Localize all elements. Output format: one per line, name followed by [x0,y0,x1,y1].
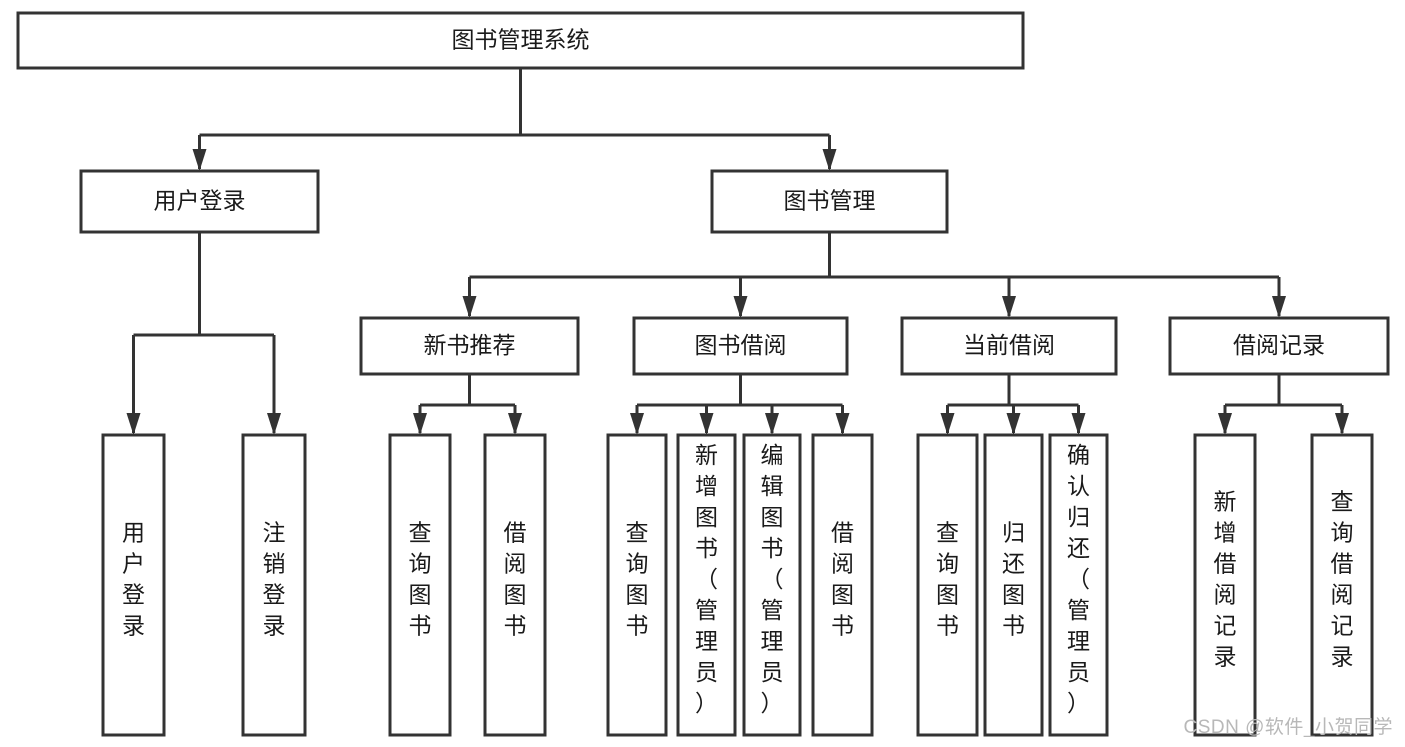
node-leaf-logout[interactable]: 注销登录 [241,433,307,737]
node-label: 查询借阅记录 [1331,489,1354,670]
node-n-book-mgmt[interactable]: 图书管理 [710,169,949,234]
node-leaf-confirm-return[interactable]: 确认归还（管理员） [1048,433,1109,737]
node-box [606,433,668,737]
arrow-head-icon [1218,413,1232,435]
node-label: 借阅图书 [504,520,527,639]
node-box [710,169,949,234]
node-n-book-borrow[interactable]: 图书借阅 [632,316,849,376]
node-label: 归还图书 [1002,520,1025,639]
arrow-head-icon [822,149,837,171]
node-leaf-add-book-admin[interactable]: 新增图书（管理员） [676,433,737,737]
node-box [79,169,320,234]
node-box [900,316,1118,376]
node-leaf-edit-book-admin[interactable]: 编辑图书（管理员） [742,433,802,737]
node-label: 注销登录 [263,520,286,639]
node-box [632,316,849,376]
node-label: 查询图书 [936,520,959,639]
node-label: 图书借阅 [695,332,787,358]
node-label: 新增图书（管理员） [695,442,718,716]
node-label: 借阅记录 [1233,332,1325,358]
node-box [1310,433,1374,737]
arrow-head-icon [765,413,779,435]
node-box [101,433,166,737]
node-leaf-add-borrow-record[interactable]: 新增借阅记录 [1193,433,1257,737]
arrow-head-icon [413,413,427,435]
node-label: 新书推荐 [424,332,516,358]
node-leaf-query-book-c[interactable]: 查询图书 [916,433,979,737]
node-layer: 图书管理系统用户登录图书管理新书推荐图书借阅当前借阅借阅记录用户登录注销登录查询… [16,11,1390,737]
node-label: 查询图书 [626,520,649,639]
node-label: 当前借阅 [963,332,1055,358]
node-label: 用户登录 [154,188,246,214]
node-label: 新增借阅记录 [1214,489,1237,670]
arrow-head-icon [508,413,522,435]
arrow-head-icon [940,413,955,435]
node-label: 图书管理 [784,188,876,214]
connector-group-n-book-borrow [630,374,850,435]
arrow-head-icon [699,413,714,435]
connector-group-root [192,68,837,171]
node-box [483,433,547,737]
node-box [16,11,1025,70]
node-box [359,316,580,376]
node-box [676,433,737,737]
node-root[interactable]: 图书管理系统 [16,11,1025,70]
node-box [388,433,452,737]
node-leaf-borrow-book-rec[interactable]: 借阅图书 [483,433,547,737]
arrow-head-icon [1002,296,1016,318]
arrow-head-icon [267,413,281,435]
node-leaf-borrow-book-b[interactable]: 借阅图书 [811,433,874,737]
connector-group-n-current-borrow [940,374,1086,435]
connector-layer [126,68,1349,435]
node-leaf-return-book[interactable]: 归还图书 [983,433,1044,737]
node-label: 图书管理系统 [452,27,590,53]
arrow-head-icon [192,149,207,171]
node-n-current-borrow[interactable]: 当前借阅 [900,316,1118,376]
node-label: 用户登录 [122,520,145,639]
connector-group-n-borrow-record [1218,374,1349,435]
node-n-new-book-rec[interactable]: 新书推荐 [359,316,580,376]
connector-group-n-book-mgmt [462,232,1286,318]
arrow-head-icon [630,413,644,435]
node-leaf-query-book-rec[interactable]: 查询图书 [388,433,452,737]
arrow-head-icon [835,413,850,435]
node-leaf-query-book-b[interactable]: 查询图书 [606,433,668,737]
node-label: 借阅图书 [831,520,854,639]
node-box [1048,433,1109,737]
connector-group-n-user-login [126,232,281,435]
node-n-user-login[interactable]: 用户登录 [79,169,320,234]
node-box [983,433,1044,737]
arrow-head-icon [1335,413,1349,435]
node-label: 编辑图书（管理员） [761,442,784,716]
node-leaf-query-borrow-rec[interactable]: 查询借阅记录 [1310,433,1374,737]
node-box [811,433,874,737]
arrow-head-icon [1071,413,1086,435]
node-box [916,433,979,737]
node-leaf-user-login[interactable]: 用户登录 [101,433,166,737]
node-box [1168,316,1390,376]
arrow-head-icon [462,296,477,318]
connector-group-n-new-book-rec [413,374,522,435]
node-label: 确认归还（管理员） [1067,442,1090,716]
arrow-head-icon [126,413,141,435]
node-box [742,433,802,737]
arrow-head-icon [1006,413,1021,435]
node-box [241,433,307,737]
node-label: 查询图书 [409,520,432,639]
node-box [1193,433,1257,737]
node-n-borrow-record[interactable]: 借阅记录 [1168,316,1390,376]
arrow-head-icon [733,296,748,318]
arrow-head-icon [1272,296,1286,318]
